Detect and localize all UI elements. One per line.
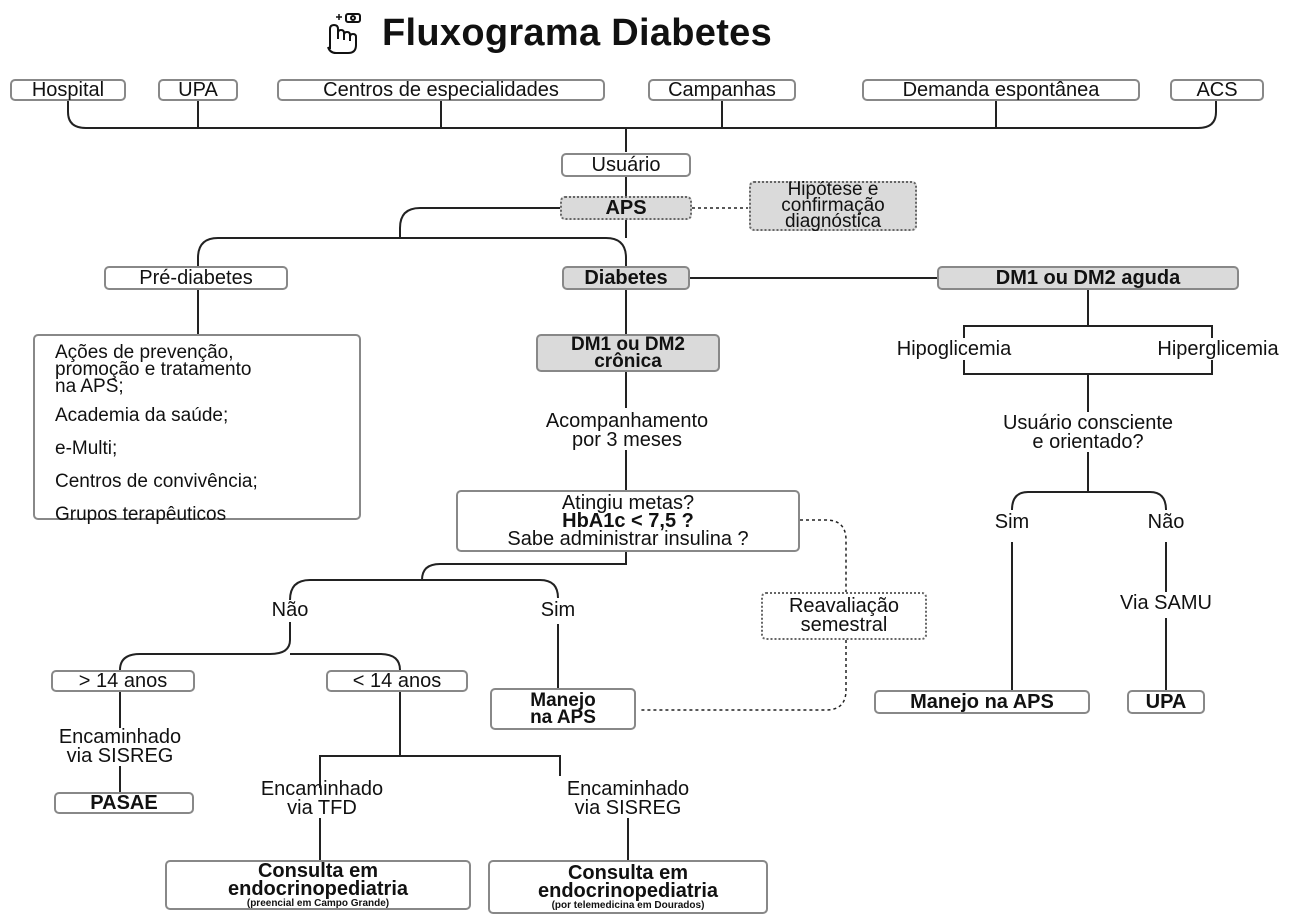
source-hospital: Hospital [10, 79, 126, 101]
source-demanda: Demanda espontânea [862, 79, 1140, 101]
aps-node: APS [560, 196, 692, 220]
source-centros: Centros de especialidades [277, 79, 605, 101]
sim-label-mid: Sim [540, 599, 576, 621]
sim-label-right: Sim [994, 511, 1030, 533]
upa-right-node: UPA [1127, 690, 1205, 714]
hipoglicemia-label: Hipoglicemia [896, 338, 1012, 360]
source-upa: UPA [158, 79, 238, 101]
hand-pointer-icon [327, 13, 361, 54]
menor-14-node: < 14 anos [326, 670, 468, 692]
metas-node: Atingiu metas?HbA1c < 7,5 ?Sabe administ… [456, 490, 800, 552]
pre-diabetes-actions: Ações de prevenção,promoção e tratamento… [33, 334, 361, 524]
diagram-title: Fluxograma Diabetes [320, 8, 772, 58]
source-campanhas: Campanhas [648, 79, 796, 101]
diabetes-node: Diabetes [562, 266, 690, 290]
source-acs: ACS [1170, 79, 1264, 101]
hiperglicemia-label: Hiperglicemia [1157, 338, 1279, 360]
pasae-node: PASAE [54, 792, 194, 814]
nao-label-right: Não [1147, 511, 1185, 533]
title-text: Fluxograma Diabetes [382, 11, 773, 54]
via-samu-label: Via SAMU [1120, 592, 1212, 614]
nao-label-left: Não [271, 599, 309, 621]
dm-aguda-node: DM1 ou DM2 aguda [937, 266, 1239, 290]
usuario-node: Usuário [561, 153, 691, 177]
maior-14-node: > 14 anos [51, 670, 195, 692]
manejo-aps-right-node: Manejo na APS [874, 690, 1090, 714]
pre-diabetes-node: Pré-diabetes [104, 266, 288, 290]
